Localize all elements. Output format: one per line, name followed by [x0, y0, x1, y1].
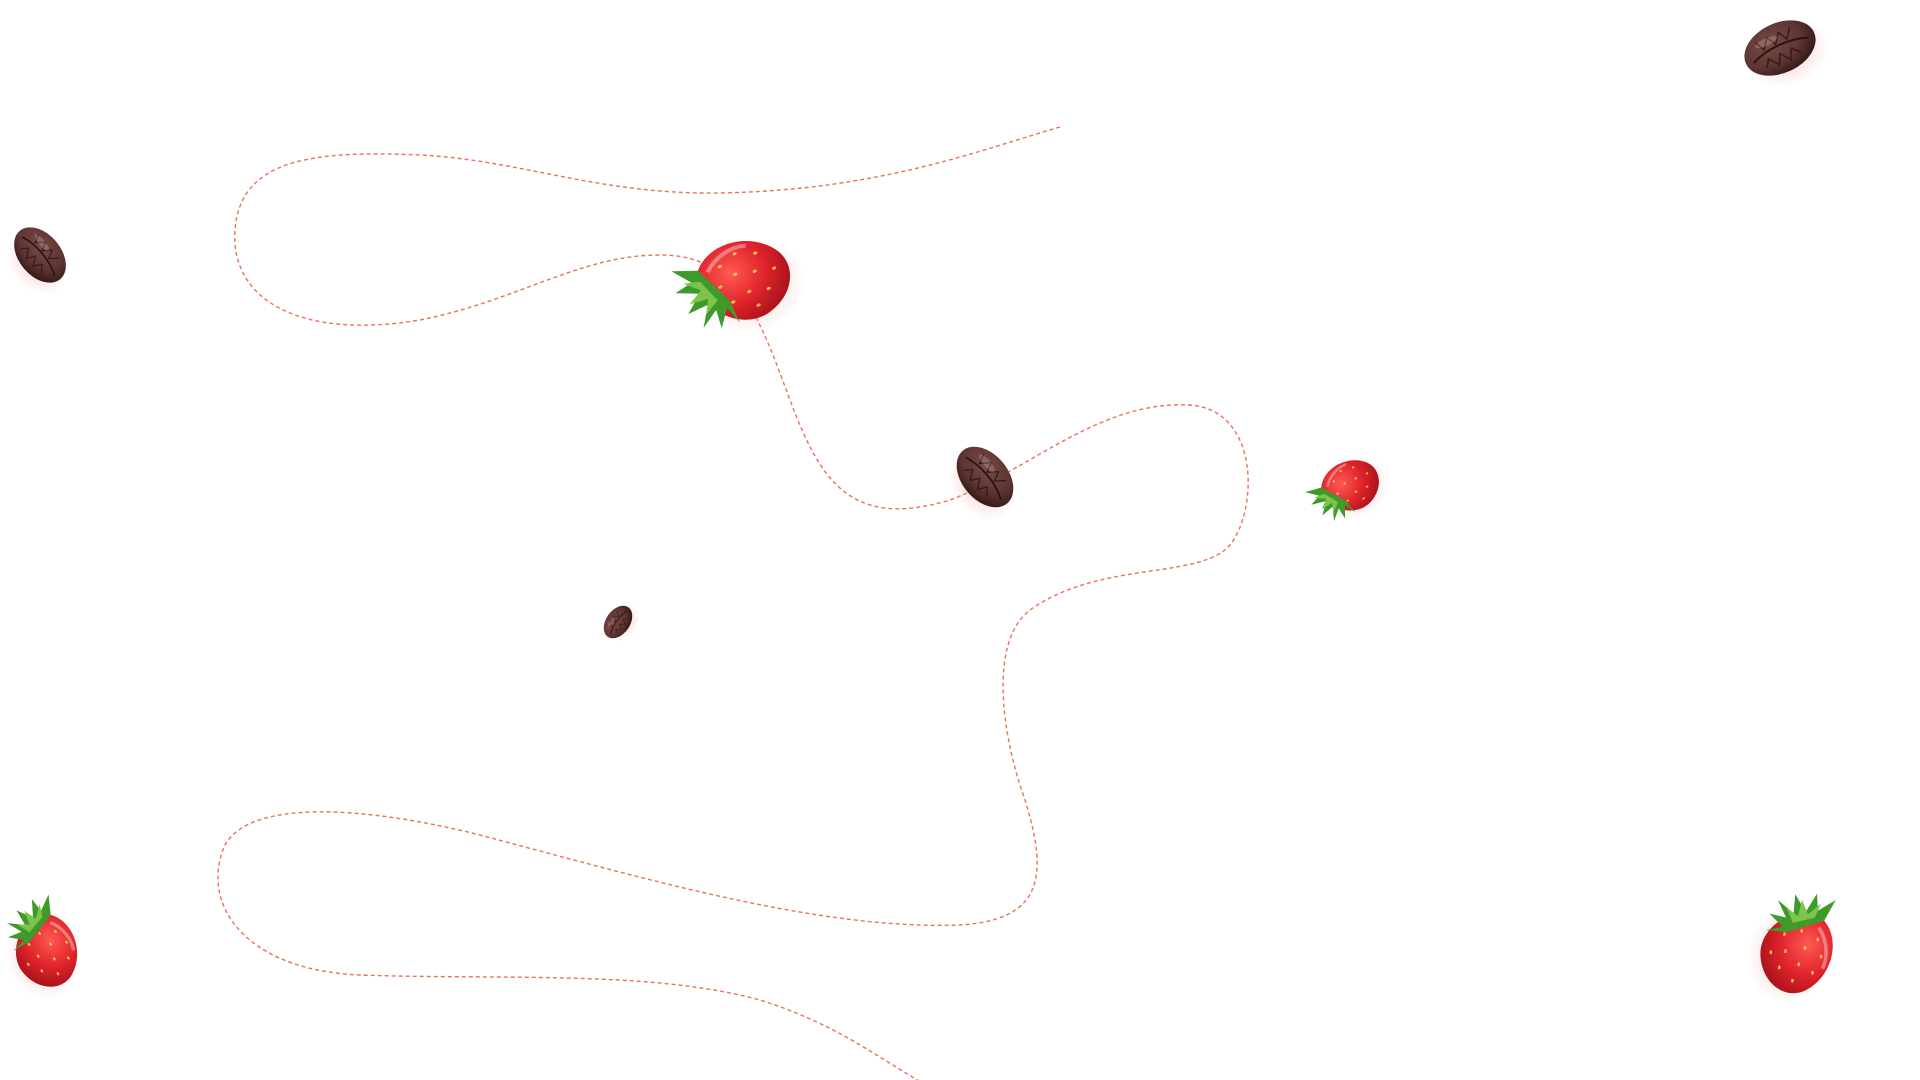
- strawberry-icon: [0, 888, 99, 1015]
- cocoa-bean-icon: [1734, 4, 1841, 102]
- strawberry-icon: [1300, 440, 1404, 542]
- dashed-curve: [217, 126, 1249, 1080]
- cocoa-bean-icon: [597, 595, 648, 649]
- strawberry-icon: [666, 219, 822, 360]
- cocoa-bean-icon: [0, 216, 83, 309]
- cocoa-bean-icon: [933, 434, 1032, 536]
- strawberry-icon: [1740, 886, 1840, 1010]
